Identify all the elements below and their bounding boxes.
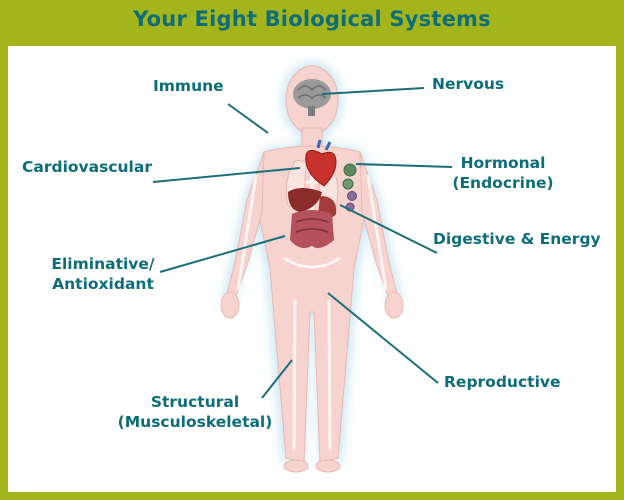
leader-lines [152,87,453,399]
digestive-organs-icon [288,188,337,248]
label-structural-line1: Structural [150,393,240,411]
structural-leader-line [261,359,293,399]
label-digestive: Digestive & Energy [433,230,601,248]
label-hormonal-line2: (Endocrine) [452,174,554,192]
endocrine-glands-icon [342,163,357,212]
digestive-leader-line [339,204,438,254]
eliminative-leader-line [159,235,286,273]
label-eliminative: Eliminative/ Antioxidant [44,254,162,294]
label-structural-line2: (Musculoskeletal) [117,413,273,431]
cardiovascular-leader-line [152,167,301,183]
label-hormonal: Hormonal (Endocrine) [448,153,558,193]
label-structural: Structural (Musculoskeletal) [110,392,280,432]
label-reproductive: Reproductive [444,373,561,391]
label-nervous: Nervous [432,75,505,93]
label-eliminative-line1: Eliminative/ [51,255,155,273]
diagram-title: Your Eight Biological Systems [133,7,491,31]
heart-icon [305,139,337,187]
title-banner: Your Eight Biological Systems [0,0,624,46]
immune-leader-line [227,103,269,134]
hormonal-leader-line [355,163,453,168]
nervous-leader-line [321,87,425,95]
label-hormonal-line1: Hormonal [460,154,546,172]
reproductive-leader-line [327,292,439,384]
label-immune: Immune [153,77,224,95]
label-cardiovascular: Cardiovascular [22,158,152,176]
brain-icon [293,79,331,116]
label-eliminative-line2: Antioxidant [52,275,154,293]
